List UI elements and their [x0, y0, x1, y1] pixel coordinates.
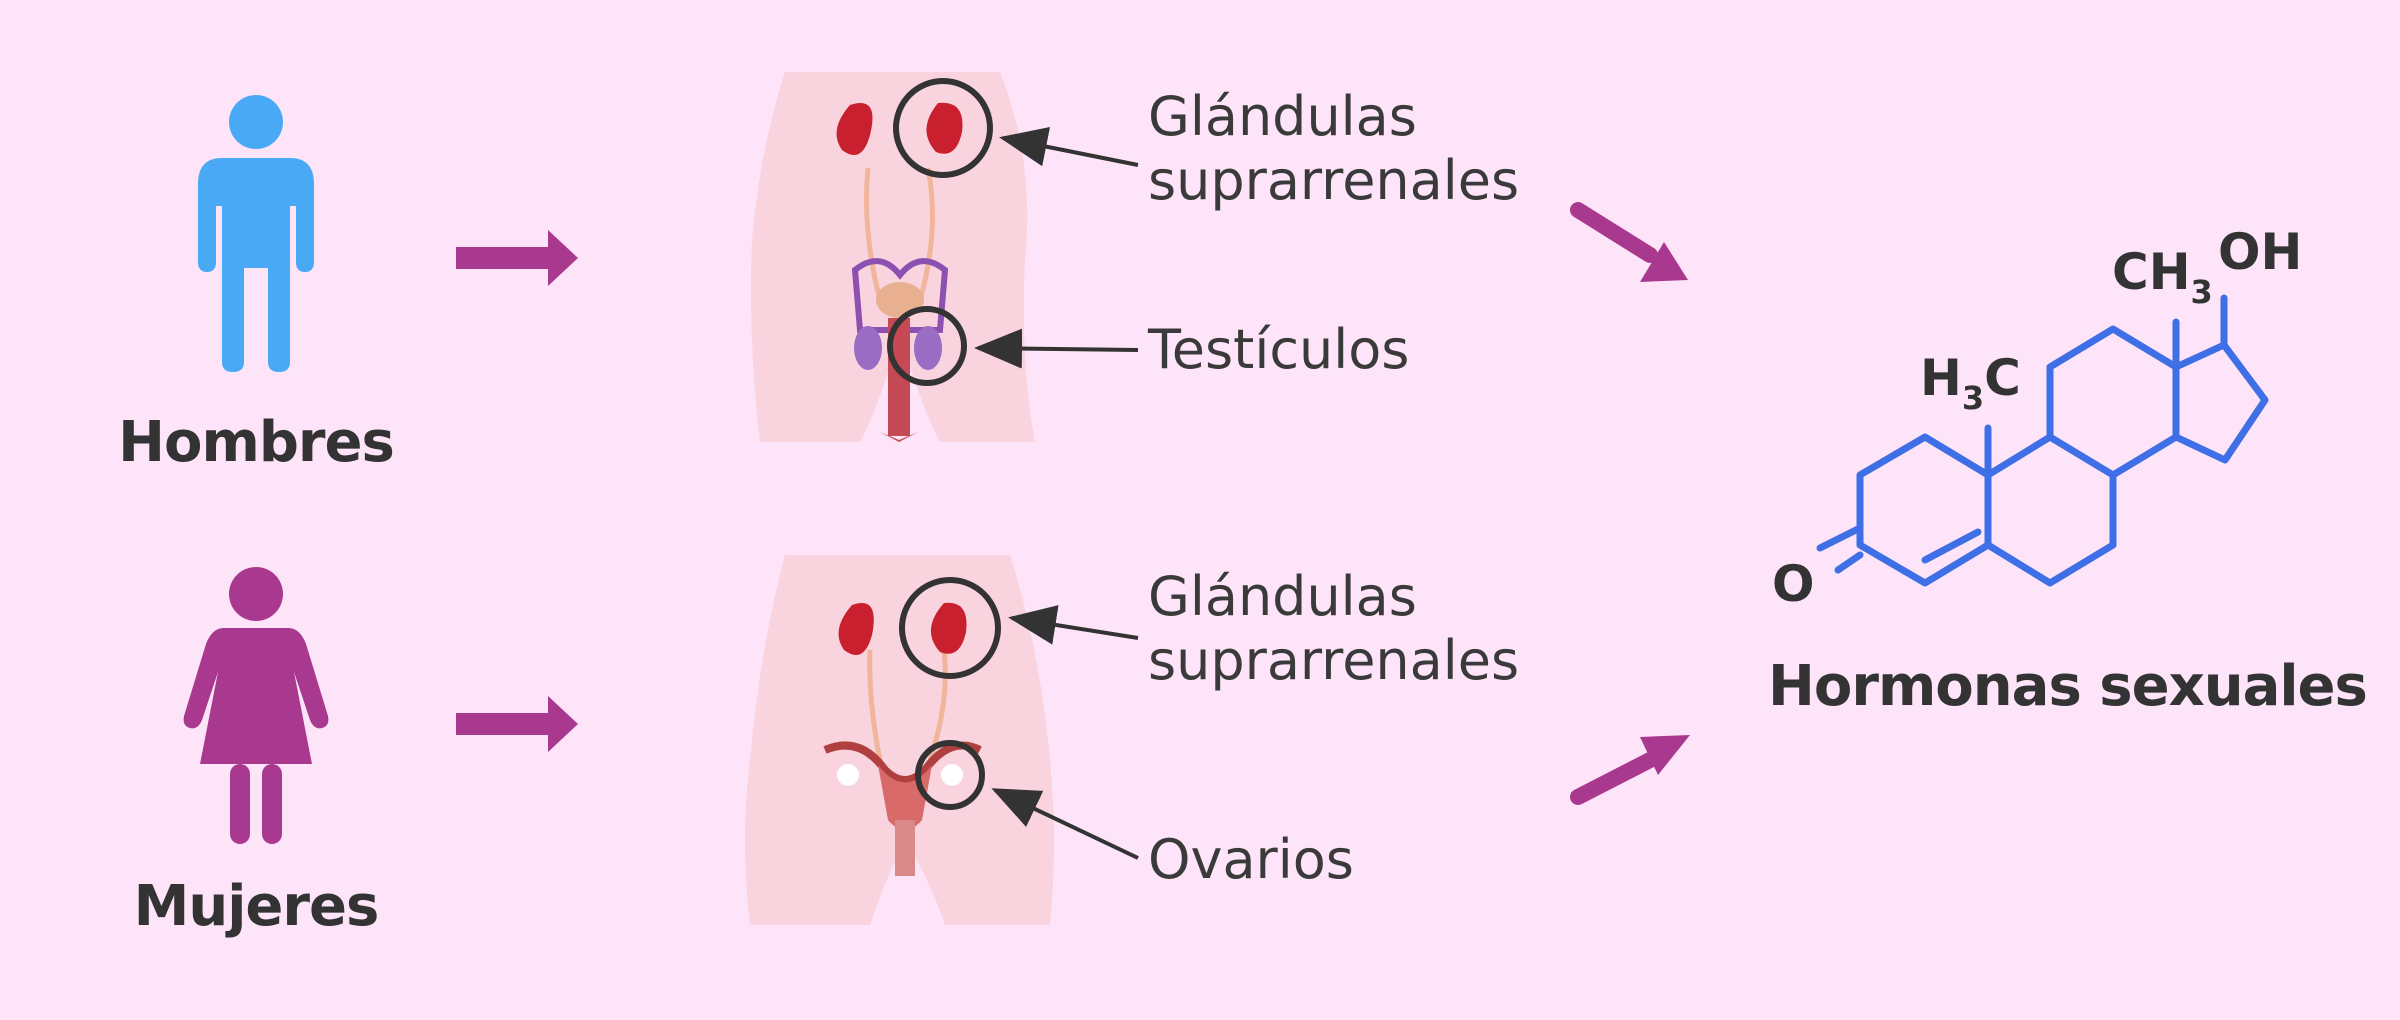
male-figure-icon	[198, 95, 314, 372]
o-group-label: O	[1772, 555, 1815, 613]
arrow-female-to-anatomy	[456, 696, 578, 752]
male-label: Hombres	[118, 410, 395, 475]
male-adrenal-label-line1: Glándulas	[1148, 85, 1417, 148]
oh-group-label: OH	[2218, 223, 2303, 281]
female-adrenal-label-line2: suprarrenales	[1148, 629, 1520, 692]
male-adrenal-label: Glándulas suprarrenales	[1148, 85, 1519, 213]
h3c-sub: 3	[1961, 379, 1985, 417]
result-label: Hormonas sexuales	[1768, 654, 2368, 719]
arrow-female-to-hormones	[1570, 735, 1690, 805]
pointer-lines	[974, 127, 1139, 860]
ch3-sub: 3	[2190, 273, 2213, 311]
ch3-main: CH	[2112, 243, 2191, 301]
ovary-highlight-circle	[915, 740, 985, 810]
adrenal-highlight-circle	[899, 577, 1001, 679]
female-figure-icon	[183, 567, 329, 844]
steroid-structure-icon	[1816, 294, 2269, 587]
female-adrenal-label-line1: Glándulas	[1148, 565, 1417, 628]
adrenal-highlight-circle	[893, 78, 993, 178]
female-reproductive-illustration	[745, 555, 1054, 925]
h3c-h: H	[1920, 349, 1962, 407]
female-adrenal-label: Glándulas suprarrenales	[1148, 565, 1519, 693]
h3c-group-label: H3C	[1920, 349, 2021, 414]
arrow-male-to-anatomy	[456, 230, 578, 286]
arrow-male-to-hormones	[1570, 202, 1688, 282]
ch3-group-label: CH3	[2112, 243, 2213, 308]
male-adrenal-label-line2: suprarrenales	[1148, 149, 1520, 212]
female-label: Mujeres	[133, 874, 380, 939]
h3c-c: C	[1984, 349, 2021, 407]
testicle-label: Testículos	[1148, 318, 1410, 381]
ovary-label: Ovarios	[1148, 828, 1354, 891]
testicle-highlight-circle	[887, 306, 967, 386]
